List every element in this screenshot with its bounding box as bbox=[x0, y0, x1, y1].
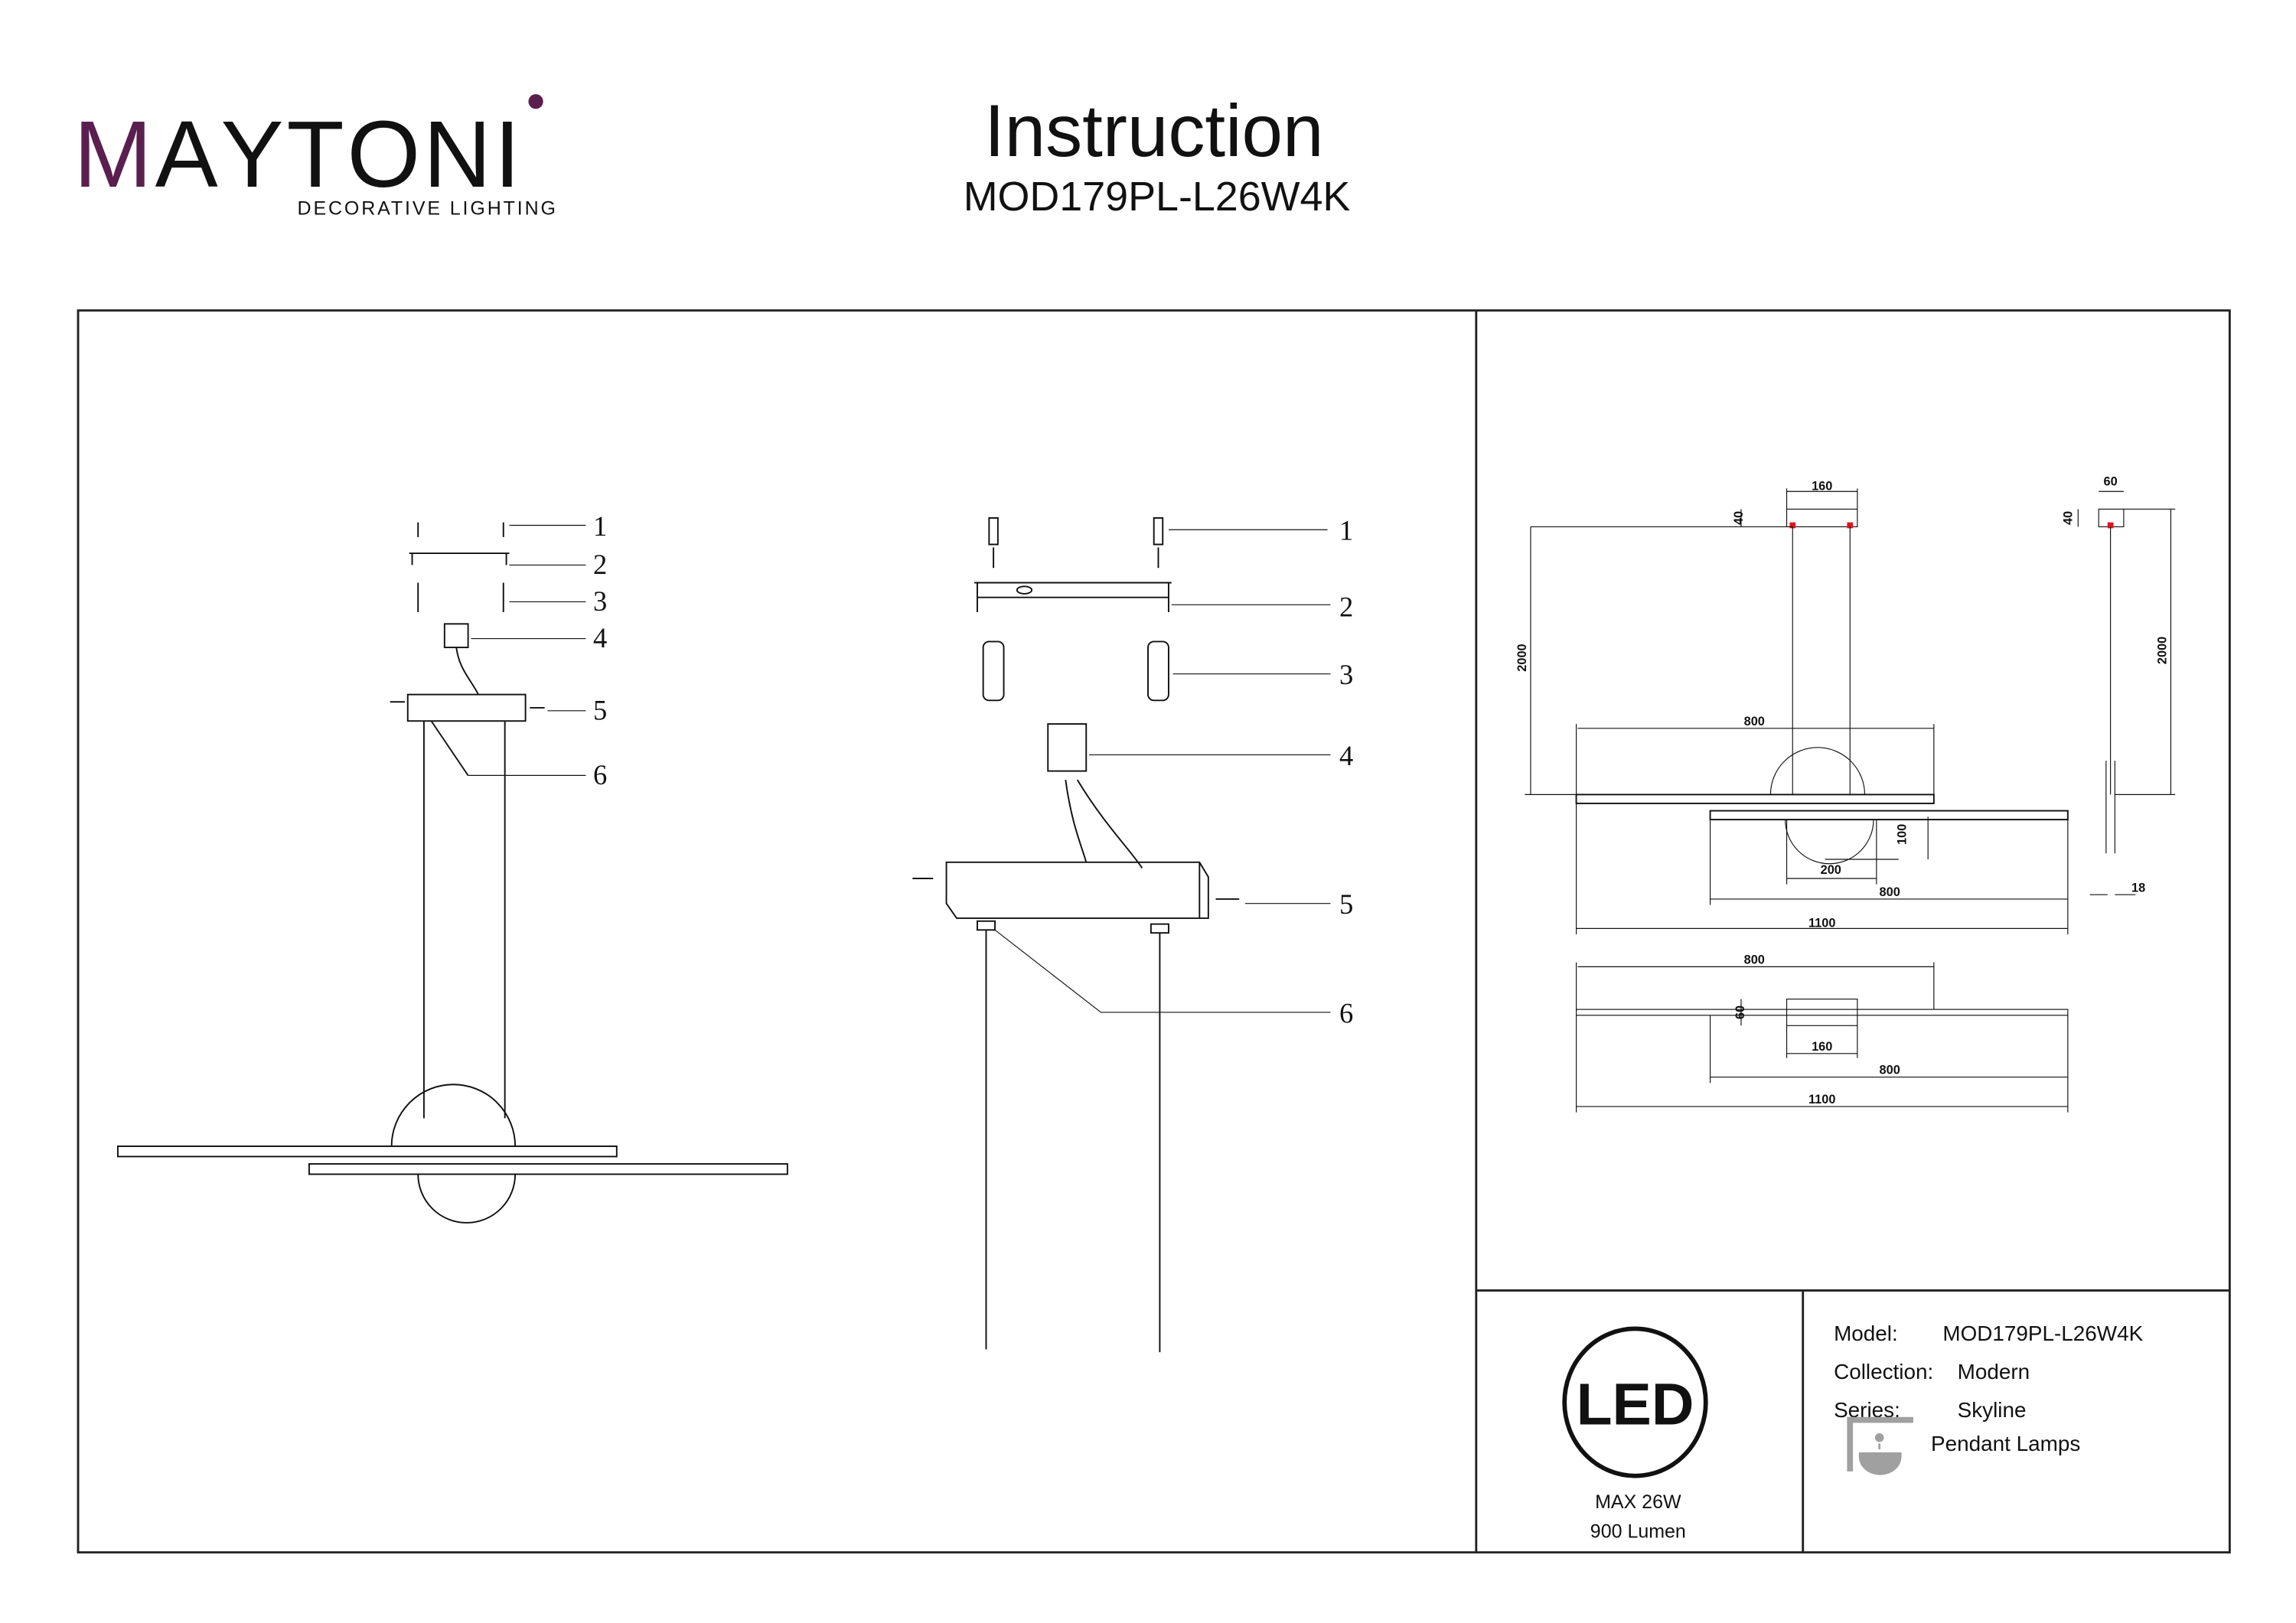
dim-side-canopy-height: 40 bbox=[2062, 511, 2076, 525]
page-title: Instruction bbox=[984, 90, 1323, 172]
dim-top-upper-bar: 800 bbox=[1744, 953, 1765, 967]
dim-suspension-length: 2000 bbox=[1515, 644, 1529, 671]
luminous-flux: 900 Lumen bbox=[1590, 1520, 1686, 1542]
callout-5: 5 bbox=[593, 694, 607, 725]
led-badge: LED bbox=[1562, 1326, 1708, 1478]
dim-side-canopy-width: 60 bbox=[2104, 475, 2118, 489]
maytoni-logo: MAYTONI DECORATIVE LIGHTING bbox=[73, 94, 558, 220]
callout-6: 6 bbox=[593, 759, 607, 790]
dim-top-canopy-width: 160 bbox=[1812, 1040, 1832, 1054]
callout-2: 2 bbox=[1339, 592, 1353, 623]
pendant-lamp-icon bbox=[1847, 1416, 1913, 1475]
dimension-drawing bbox=[1525, 488, 2176, 1113]
callout-1: 1 bbox=[1339, 515, 1353, 546]
model-label: Model: bbox=[1834, 1322, 1898, 1345]
assembly-detail-callouts: 1 2 3 4 5 6 bbox=[1339, 515, 1353, 1029]
dimension-labels: 160 40 2000 800 100 200 800 1100 60 40 2… bbox=[1515, 475, 2169, 1107]
callout-5: 5 bbox=[1339, 888, 1353, 920]
mount-point bbox=[1847, 522, 1854, 529]
dim-disc-height: 100 bbox=[1895, 824, 1909, 845]
mount-point bbox=[1789, 522, 1796, 529]
assembly-overview-drawing bbox=[116, 522, 788, 1224]
dim-side-suspension: 2000 bbox=[2156, 637, 2170, 664]
callout-4: 4 bbox=[593, 622, 607, 653]
assembly-overview-callouts: 1 2 3 4 5 6 bbox=[593, 510, 607, 790]
dim-lower-bar: 800 bbox=[1880, 885, 1900, 899]
led-icon bbox=[1562, 1326, 1708, 1478]
category-label: Pendant Lamps bbox=[1931, 1432, 2080, 1455]
callout-1: 1 bbox=[593, 510, 607, 542]
dim-top-canopy-depth: 60 bbox=[1733, 1005, 1747, 1019]
dim-canopy-width: 160 bbox=[1812, 479, 1832, 493]
callout-4: 4 bbox=[1339, 740, 1353, 771]
series-value: Skyline bbox=[1958, 1398, 2027, 1422]
model-value: MOD179PL-L26W4K bbox=[1942, 1322, 2143, 1345]
mount-point bbox=[2107, 522, 2114, 529]
dim-canopy-height: 40 bbox=[1732, 511, 1746, 525]
callout-3: 3 bbox=[593, 585, 607, 617]
dim-disc-diameter: 200 bbox=[1821, 863, 1841, 877]
model-subtitle: MOD179PL-L26W4K bbox=[964, 174, 1351, 220]
dim-upper-bar: 800 bbox=[1744, 715, 1765, 728]
logo-tagline: DECORATIVE LIGHTING bbox=[298, 198, 558, 220]
callout-3: 3 bbox=[1339, 659, 1353, 690]
led-label: LED bbox=[1577, 1371, 1694, 1437]
dim-top-total-width: 1100 bbox=[1808, 1093, 1835, 1106]
collection-label: Collection: bbox=[1834, 1360, 1933, 1383]
dim-top-lower-bar: 800 bbox=[1880, 1064, 1900, 1077]
frame bbox=[77, 309, 2231, 1554]
dim-side-depth: 18 bbox=[2131, 881, 2145, 895]
callout-6: 6 bbox=[1339, 997, 1353, 1028]
collection-value: Modern bbox=[1958, 1360, 2030, 1383]
logo-wordmark: MAYTONI bbox=[73, 103, 523, 207]
callout-2: 2 bbox=[593, 549, 607, 580]
assembly-detail-drawing bbox=[912, 517, 1331, 1353]
power-rating: MAX 26W bbox=[1595, 1491, 1681, 1513]
dim-total-width: 1100 bbox=[1808, 916, 1835, 930]
logo-dot bbox=[528, 94, 543, 109]
